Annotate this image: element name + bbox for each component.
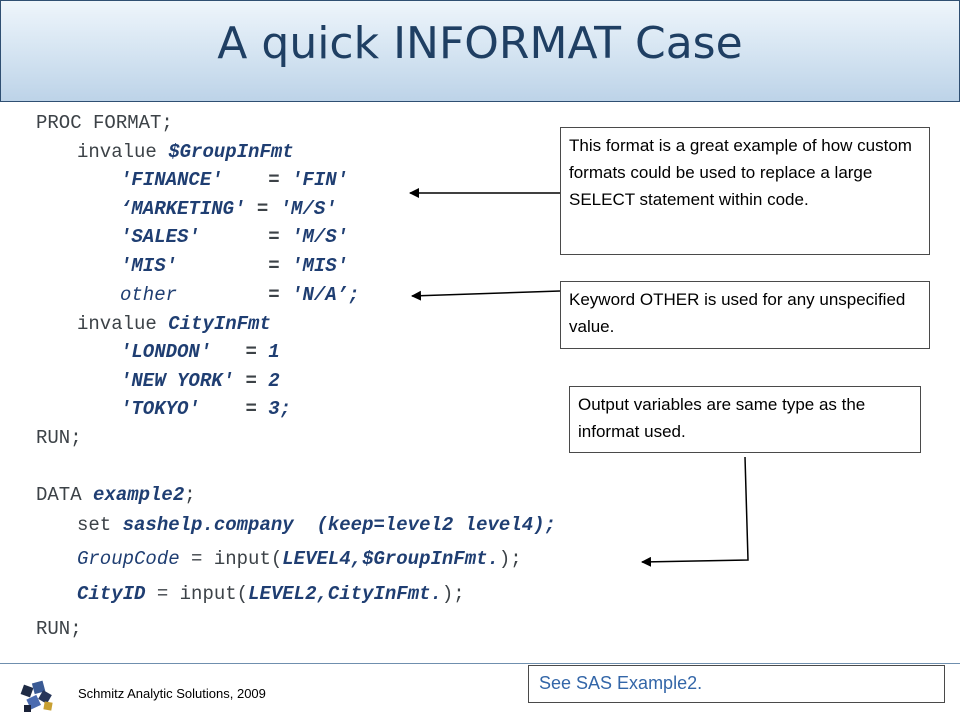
run-statement: RUN; [36, 427, 82, 449]
footer-company: Schmitz Analytic Solutions, 2009 [78, 686, 266, 701]
run-statement: RUN; [36, 618, 82, 640]
cityid-variable: CityID [77, 583, 146, 605]
group-informat-name: $GroupInFmt [168, 141, 294, 163]
code-line-proc: PROC FORMAT; [36, 112, 173, 134]
set-keyword: set [77, 514, 112, 536]
code-line-invalue-group: invalue $GroupInFmt [77, 141, 294, 163]
footer-divider [0, 663, 960, 664]
title-bar [0, 0, 960, 102]
arrow-note2 [411, 290, 561, 301]
set-source: sashelp.company [122, 514, 294, 536]
see-example-note: See SAS Example2. [528, 665, 945, 703]
group-row: 'MIS' = 'MIS' [120, 255, 349, 277]
groupcode-variable: GroupCode [77, 548, 180, 570]
semicolon: ; [161, 112, 173, 134]
city-informat-name: CityInFmt [168, 313, 271, 335]
data-keyword: DATA [36, 484, 82, 506]
company-logo [20, 680, 53, 712]
city-row: 'TOKYO' = 3; [120, 398, 292, 420]
arrow-note3 [641, 456, 749, 567]
proc-format-keyword: PROC FORMAT [36, 112, 162, 134]
code-line-set: set sashelp.company (keep=level2 level4)… [77, 514, 556, 536]
code-line-groupcode: GroupCode = input(LEVEL4,$GroupInFmt.); [77, 548, 522, 570]
group-row: 'FINANCE' = 'FIN' [120, 169, 349, 191]
code-line-cityid: CityID = input(LEVEL2,CityInFmt.); [77, 583, 465, 605]
group-row: ‘MARKETING' = 'M/S' [120, 198, 337, 220]
city-row: 'NEW YORK' = 2 [120, 370, 280, 392]
code-line-invalue-city: invalue CityInFmt [77, 313, 271, 335]
group-row-other: other = 'N/A’; [120, 284, 360, 306]
invalue-keyword: invalue [77, 313, 157, 335]
group-row: 'SALES' = 'M/S' [120, 226, 349, 248]
slide-title: A quick INFORMAT Case [217, 18, 743, 69]
invalue-keyword: invalue [77, 141, 157, 163]
set-options: (keep=level2 level4); [316, 514, 556, 536]
dataset-name: example2 [93, 484, 185, 506]
note-keyword-other: Keyword OTHER is used for any unspecifie… [560, 281, 930, 349]
note-output-type: Output variables are same type as the in… [569, 386, 921, 453]
city-row: 'LONDON' = 1 [120, 341, 280, 363]
note-select-replacement: This format is a great example of how cu… [560, 127, 930, 255]
code-line-data: DATA example2; [36, 484, 196, 506]
